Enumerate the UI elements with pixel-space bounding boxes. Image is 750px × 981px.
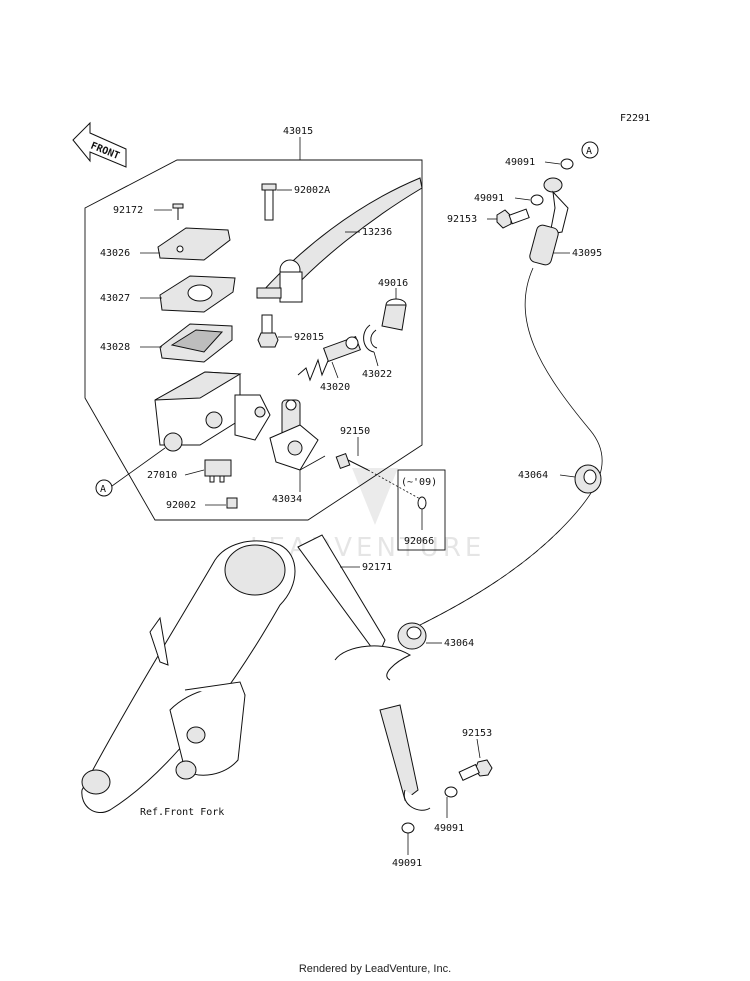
label-43034: 43034 [272, 494, 302, 505]
label-43022: 43022 [362, 369, 392, 380]
label-92002A: 92002A [294, 185, 330, 196]
callout-letter-right: A [586, 146, 592, 157]
label-92066: 92066 [404, 536, 434, 547]
washer-49091-bottom1-icon [444, 786, 458, 798]
label-92153-top: 92153 [447, 214, 477, 225]
label-92002: 92002 [166, 500, 196, 511]
grommet-43064-mid-icon [397, 622, 427, 650]
screw-92002-icon [226, 497, 238, 509]
label-92015: 92015 [294, 332, 324, 343]
label-13236: 13236 [362, 227, 392, 238]
ref-front-fork-label: Ref.Front Fork [140, 807, 224, 818]
label-43064-right: 43064 [518, 470, 548, 481]
label-27010: 27010 [147, 470, 177, 481]
screw-92172-icon [172, 203, 184, 220]
label-43027: 43027 [100, 293, 130, 304]
label-49091-top2: 49091 [474, 193, 504, 204]
label-92153-bottom: 92153 [462, 728, 492, 739]
washer-49091-bottom2-icon [401, 822, 415, 834]
brake-hose-lower-icon [379, 704, 431, 811]
diaphragm-plate-43027-icon [159, 275, 236, 313]
front-direction-arrow-icon: FRONT [72, 121, 127, 168]
callout-A-right: A [581, 141, 599, 159]
banjo-bolt-92153-bottom-icon [458, 759, 493, 781]
assembly-43015-frame [84, 159, 423, 521]
holder-43034-icon [269, 399, 319, 471]
label-49016: 49016 [378, 278, 408, 289]
label-49091-bottom1: 49091 [434, 823, 464, 834]
washer-49091-top1-icon [560, 158, 574, 170]
label-43028: 43028 [100, 342, 130, 353]
label-92172: 92172 [113, 205, 143, 216]
label-43020: 43020 [320, 382, 350, 393]
switch-27010-icon [204, 459, 232, 483]
nut-92015-icon [257, 332, 279, 348]
diaphragm-43028-icon [159, 323, 233, 363]
dust-boot-49016-icon [381, 298, 407, 331]
note-box-to-09: (~'09) 92066 [397, 469, 446, 551]
label-49091-bottom2: 49091 [392, 858, 422, 869]
label-43095: 43095 [572, 248, 602, 259]
label-92150: 92150 [340, 426, 370, 437]
label-43026: 43026 [100, 248, 130, 259]
note-label: (~'09) [401, 477, 437, 488]
reservoir-cap-43026-icon [157, 227, 231, 261]
bracket-92171-icon [297, 534, 412, 681]
label-49091-top1: 49091 [505, 157, 535, 168]
grommet-43064-right-icon [574, 464, 602, 494]
washer-49091-top2-icon [530, 194, 544, 206]
brake-lever-13236-icon [256, 177, 423, 338]
callout-letter-left: A [100, 484, 106, 495]
label-92171: 92171 [362, 562, 392, 573]
front-fork-reference-icon [81, 540, 296, 813]
label-43015: 43015 [283, 126, 313, 137]
bolt-92150-icon [335, 453, 369, 471]
figure-code: F2291 [620, 113, 650, 124]
brake-hose-fitting-top-icon [529, 177, 569, 266]
master-cylinder-body-icon [154, 371, 271, 452]
callout-A-left: A [95, 479, 113, 497]
circlip-43022-icon [363, 324, 378, 353]
banjo-bolt-92153-top-icon [496, 208, 530, 229]
footer-credit: Rendered by LeadVenture, Inc. [298, 963, 452, 975]
piston-kit-43020-icon [297, 335, 362, 382]
label-43064-mid: 43064 [444, 638, 474, 649]
bolt-92002A-icon [261, 183, 277, 221]
